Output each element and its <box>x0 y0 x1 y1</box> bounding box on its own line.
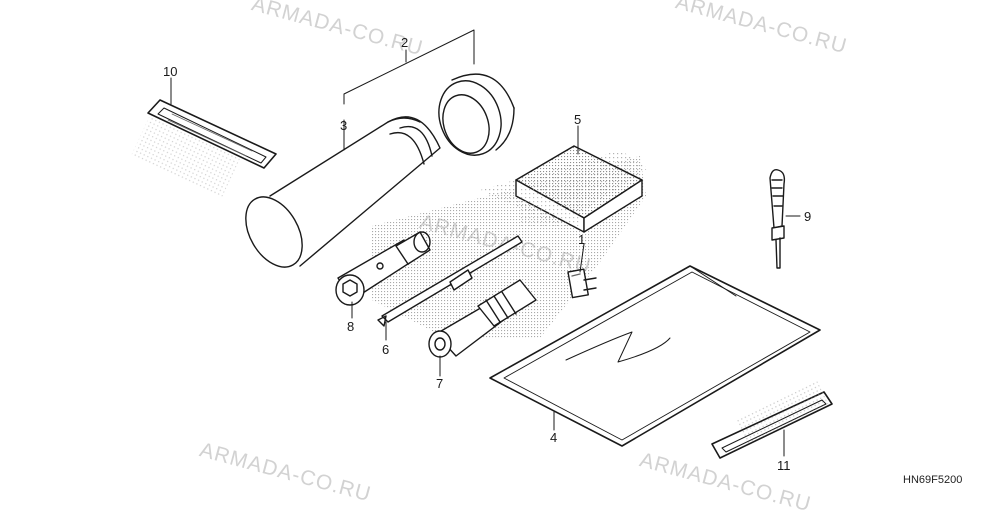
screwdriver-part-9 <box>769 168 786 269</box>
callout-6: 6 <box>382 342 389 357</box>
callout-1: 1 <box>578 232 585 247</box>
drawing-code: HN69F5200 <box>903 474 963 486</box>
callout-4: 4 <box>550 430 557 445</box>
callout-10: 10 <box>163 64 177 79</box>
callout-2: 2 <box>401 35 408 50</box>
fuse-part-1 <box>567 268 597 299</box>
document-pouch-part-4 <box>489 265 821 447</box>
leader-lines <box>170 29 801 457</box>
cloth-pad-part-5 <box>515 145 643 233</box>
box-wrench-part-8 <box>335 231 431 306</box>
strap-part-10 <box>130 99 277 199</box>
callout-11: 11 <box>777 458 791 473</box>
callout-3: 3 <box>340 118 347 133</box>
diagram-drawing: 1 2 3 4 5 6 7 8 9 10 11 <box>130 29 833 473</box>
tool-tube-part-3 <box>245 116 441 268</box>
screwdriver-part-6 <box>377 235 523 327</box>
callout-8: 8 <box>347 319 354 334</box>
strap-part-11 <box>711 380 833 459</box>
screwdriver-handle-part-7 <box>428 279 537 358</box>
tube-cap-part-2 <box>438 73 515 156</box>
callout-7: 7 <box>436 376 443 391</box>
callout-9: 9 <box>804 209 811 224</box>
parts-diagram: ARMADA-CO.RU ARMADA-CO.RU ARMADA-CO.RU A… <box>130 0 963 516</box>
callout-5: 5 <box>574 112 581 127</box>
